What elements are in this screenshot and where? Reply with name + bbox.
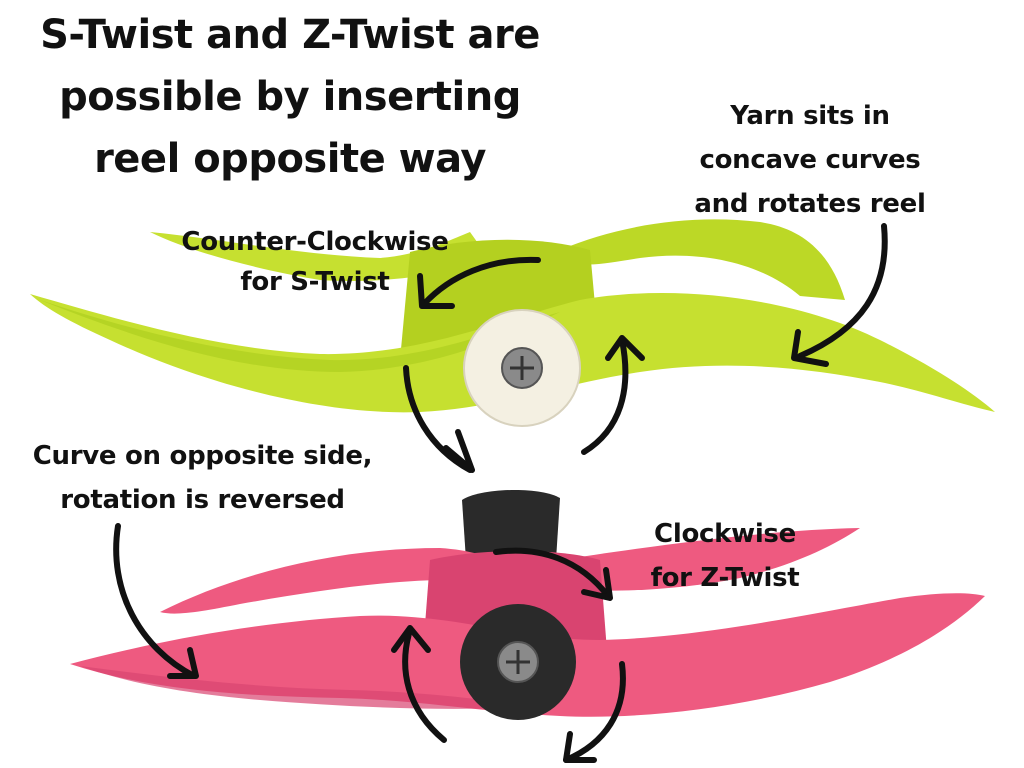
ccw-top-arrow-icon [421,256,541,307]
arrows [113,223,888,763]
screw-slot-icon [510,356,534,380]
yarn-arrow-icon [797,223,888,359]
curve-opposite-label: Curve on opposite side, rotation is reve… [32,441,373,515]
yarn-arrow-head-icon [791,329,829,367]
green-left-arrow-head-icon [443,429,475,473]
pink-reel-blade-shade [80,666,540,709]
green-reel [30,219,995,427]
green-reel-blade-shade [40,300,560,372]
curve-arrow-head-icon [167,647,199,679]
cw-top-arrow-icon [493,547,611,599]
curve-arrow-icon [113,523,197,679]
pink-left-arrow-icon [402,627,447,743]
pink-right-arrow-head-icon [563,731,597,763]
pink-screw-slot-icon [506,650,530,674]
counter-clockwise-label: Counter-Clockwise for S-Twist [181,227,449,297]
pink-right-arrow-icon [563,661,626,763]
pink-left-arrow-head-icon [391,625,431,653]
green-right-arrow-head-icon [605,335,645,361]
pink-reel-back-blade-right [560,528,860,591]
pink-reel-back-blade-left [160,548,500,614]
yarn-label: Yarn sits in concave curves and rotates … [694,101,926,219]
pink-reel [70,489,985,720]
ccw-top-arrow-head-icon [417,273,455,309]
green-right-arrow-icon [581,337,629,455]
cw-top-arrow-head-icon [581,567,613,601]
black-top-bushing [462,489,560,560]
green-reel-back-blade [150,232,490,282]
clockwise-label: Clockwise for Z-Twist [650,519,800,593]
green-left-arrow-icon [403,365,473,473]
green-reel-upper-right-blade [560,219,845,300]
page-title: S-Twist and Z-Twist are possible by inse… [40,12,540,182]
